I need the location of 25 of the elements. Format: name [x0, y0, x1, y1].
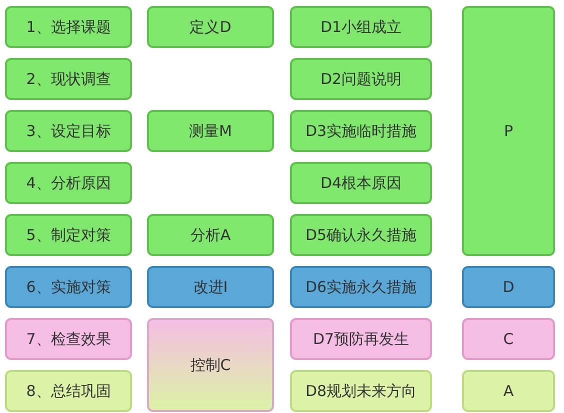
step-tile: 分析A	[147, 214, 274, 256]
step-tile: D8规划未来方向	[290, 370, 432, 412]
step-tile: D6实施永久措施	[290, 266, 432, 308]
step-tile: 测量M	[147, 110, 274, 152]
step-tile: D3实施临时措施	[290, 110, 432, 152]
step-tile: A	[462, 370, 555, 412]
step-tile: 7、检查效果	[5, 318, 132, 360]
step-tile: 8、总结巩固	[5, 370, 132, 412]
step-tile: 5、制定对策	[5, 214, 132, 256]
step-tile: C	[462, 318, 555, 360]
step-tile: 控制C	[147, 318, 274, 412]
step-tile: 3、设定目标	[5, 110, 132, 152]
step-tile: D5确认永久措施	[290, 214, 432, 256]
step-tile: D7预防再发生	[290, 318, 432, 360]
step-tile: P	[462, 6, 555, 256]
step-tile: 定义D	[147, 6, 274, 48]
step-tile: D4根本原因	[290, 162, 432, 204]
step-tile: D2问题说明	[290, 58, 432, 100]
step-tile: 改进I	[147, 266, 274, 308]
step-tile: 4、分析原因	[5, 162, 132, 204]
step-tile: 6、实施对策	[5, 266, 132, 308]
step-tile: 2、现状调查	[5, 58, 132, 100]
step-tile: D	[462, 266, 555, 308]
step-tile: 1、选择课题	[5, 6, 132, 48]
step-tile: D1小组成立	[290, 6, 432, 48]
